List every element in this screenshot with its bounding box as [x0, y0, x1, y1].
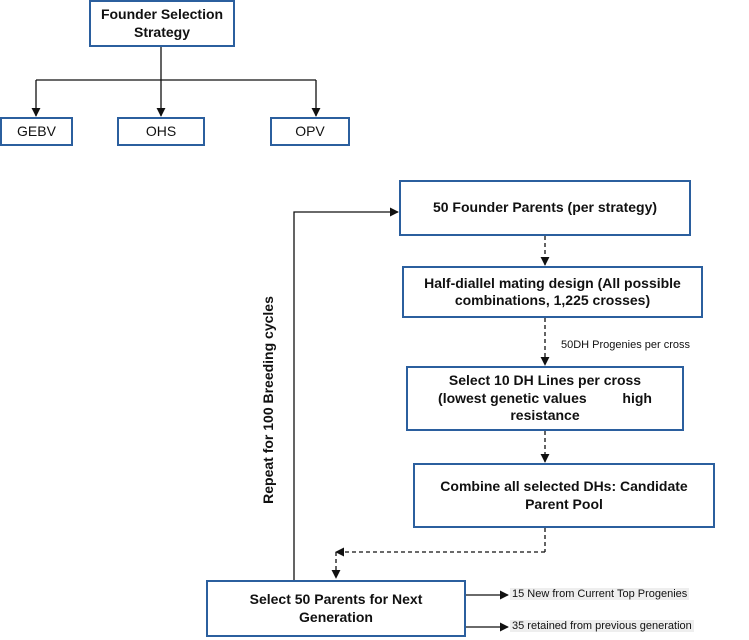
founder-selection-line1: Founder Selection [100, 6, 224, 22]
select-line1: Select 10 DH Lines per cross [448, 372, 642, 389]
select-line2a: (lowest genetic values [438, 389, 587, 406]
option-ohs-label: OHS [145, 122, 177, 139]
mating-line1: Half-diallel mating design (All possible [424, 274, 681, 291]
founder-selection-box: Founder Selection Strategy [89, 0, 235, 47]
next-line1: Select 50 Parents for Next [249, 591, 423, 607]
option-opv-label: OPV [295, 122, 325, 139]
pool-line1: Combine all selected DHs: Candidate [440, 478, 688, 494]
progenies-note: 50DH Progenies per cross [561, 339, 691, 351]
mating-design-box: Half-diallel mating design (All possible… [402, 266, 703, 318]
repeat-cycles-label: Repeat for 100 Breeding cycles [260, 296, 276, 504]
mating-line2: combinations, 1,225 crosses) [454, 292, 651, 308]
founder-parents-label: 50 Founder Parents (per strategy) [432, 199, 658, 216]
new-parents-note: 15 New from Current Top Progenies [510, 588, 690, 600]
founder-parents-box: 50 Founder Parents (per strategy) [399, 180, 691, 236]
option-opv-box: OPV [270, 117, 350, 146]
candidate-pool-box: Combine all selected DHs: Candidate Pare… [413, 463, 715, 528]
select-line3: resistance [510, 407, 580, 424]
retained-parents-note: 35 retained from previous generation [510, 620, 694, 632]
pool-line2: Parent Pool [525, 495, 603, 512]
founder-selection-line2: Strategy [133, 23, 191, 40]
next-line2: Generation [299, 608, 373, 625]
option-gebv-label: GEBV [17, 122, 56, 139]
option-ohs-box: OHS [117, 117, 205, 146]
next-generation-box: Select 50 Parents for Next Generation [206, 580, 466, 637]
repeat-loop-arrow [293, 207, 399, 580]
option-gebv-box: GEBV [0, 117, 73, 146]
select-dh-box: Select 10 DH Lines per cross (lowest gen… [406, 366, 684, 431]
select-line2b: high [622, 389, 652, 406]
